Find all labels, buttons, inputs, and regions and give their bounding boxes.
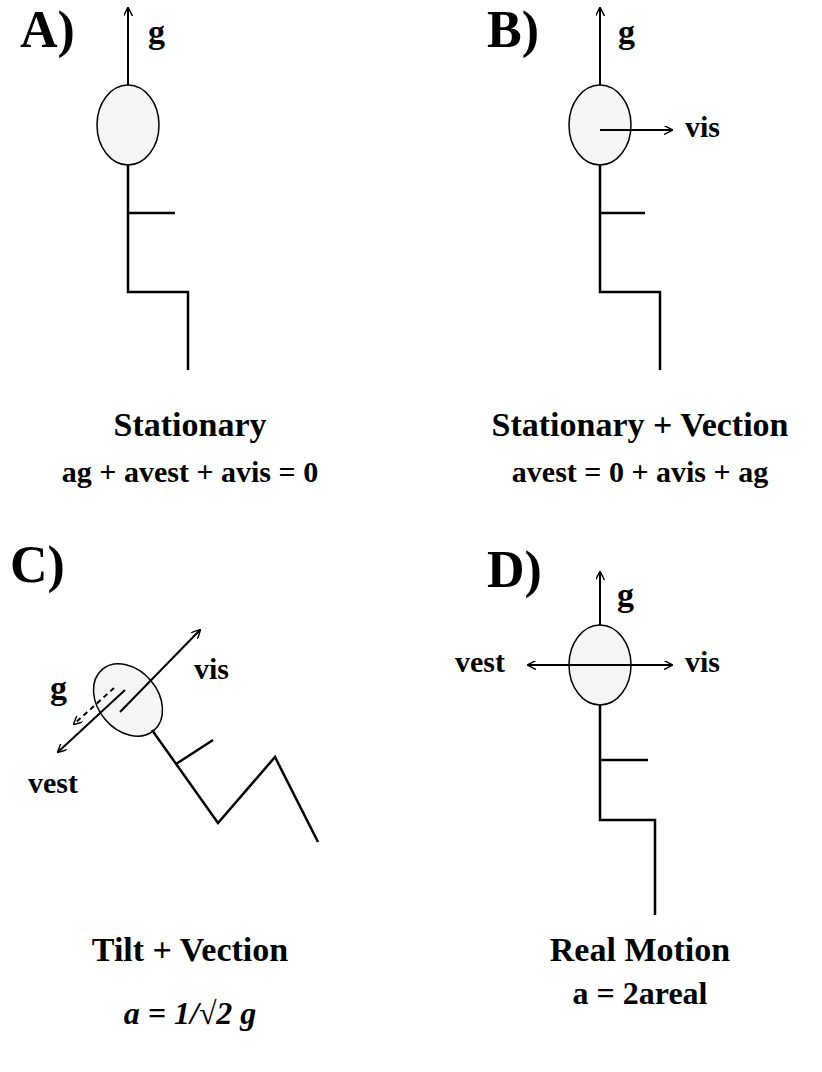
equation: avest = 0 + avis + ag [512, 455, 768, 490]
panel-title: Real Motion [550, 930, 730, 969]
panel-title: Tilt + Vection [92, 930, 288, 969]
vector-label: g [50, 668, 67, 707]
panel-title: Stationary + Vection [491, 405, 788, 444]
vector-label: vis [194, 652, 229, 687]
equation: a = 2areal [573, 975, 708, 1012]
vector-label: vest [455, 645, 505, 680]
panel-title: Stationary [114, 405, 267, 444]
equation: ag + avest + avis = 0 [62, 455, 318, 490]
panel-letter: C) [10, 535, 65, 595]
vector-label: vis [685, 110, 720, 145]
panel-letter: D) [487, 540, 542, 600]
equation: a = 1/√2 g [124, 995, 257, 1032]
panel-letter: B) [487, 0, 539, 60]
vector-label: vest [28, 766, 78, 801]
panel-letter: A) [20, 0, 75, 60]
vector-label: g [618, 12, 635, 51]
vector-label: g [617, 575, 634, 614]
vector-label: g [148, 12, 165, 51]
vector-label: vis [685, 645, 720, 680]
